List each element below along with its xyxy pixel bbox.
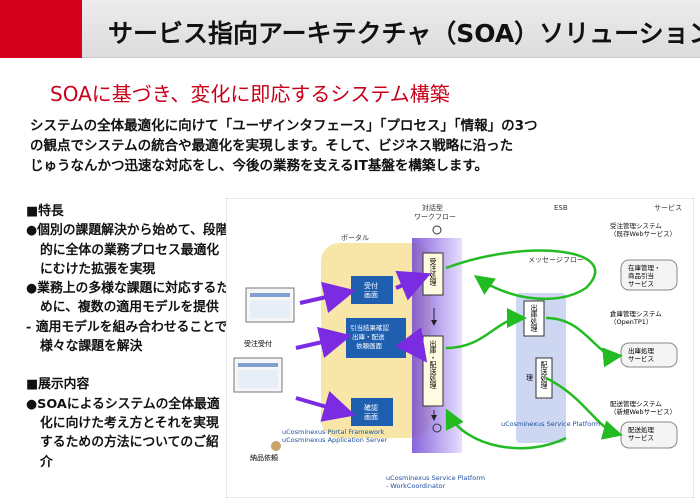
soa-architecture-diagram: ポータル 対話型ワークフロー 受注処理 出庫・配送処理 ESB 出庫処理 理 配… xyxy=(226,198,694,498)
screen-result-label: 引当結果確認出庫・配送依頼画面 xyxy=(350,323,390,350)
subtitle: SOAに基づき、変化に即応するシステム構築 xyxy=(50,82,450,106)
fw-appserver-label: uCosminexus Application Server xyxy=(282,436,388,444)
svc-delivery-label: 配送処理サービス xyxy=(628,425,655,442)
fw-service-label: uCosminexus Service Platform xyxy=(501,420,600,428)
exhibit-item: ●SOAによるシステムの全体最適化に向けた考え方とそれを実現するための方法につい… xyxy=(26,396,220,470)
esb-ship-label: 出庫処理 xyxy=(530,303,538,332)
fw-service2-label: uCosminexus Service Platform xyxy=(386,474,485,482)
esb-delivery-label: 配送処理 xyxy=(540,361,548,389)
svc-stock-box xyxy=(620,259,678,291)
svc-warehouse-label: 倉庫管理システム（OpenTP1） xyxy=(610,309,662,326)
intro-line: の観点でシステムの統合や最適化を実現します。そして、ビジネス戦略に沿った xyxy=(30,138,514,154)
screen-confirm-label: 確認画面 xyxy=(364,403,378,421)
service-header: サービス xyxy=(654,203,682,212)
features-heading: ■特長 xyxy=(26,204,64,219)
title-bar: サービス指向アーキテクチャ（SOA）ソリューション xyxy=(0,0,700,58)
svc-stock-label: 在庫管理・商品引当サービス xyxy=(628,263,661,288)
user-delivery-label: 納品依頼 xyxy=(250,453,278,462)
wf-ship-label: 出庫・配送処理 xyxy=(429,339,437,389)
fw-portal-label: uCosminexus Portal Framework xyxy=(282,428,385,436)
intro-line: じゅうなんかつ迅速な対応をし、今後の業務を支えるIT基盤を構築します。 xyxy=(30,158,488,174)
wf-ship-box xyxy=(422,335,444,407)
svc-delivery-sys-label: 配送管理システム（新規Webサービス） xyxy=(610,399,676,416)
fw-workcoordinator-label: - WorkCoordinator xyxy=(386,482,445,490)
feature-subitem: - 適用モデルを組み合わせることで様々な課題を解決 xyxy=(26,319,228,355)
intro-paragraph: システムの全体最適化に向けて「ユーザインタフェース」「プロセス」「情報」の3つ … xyxy=(30,116,690,176)
esb-process-label: 理 xyxy=(526,374,533,382)
exhibit-heading: ■展示内容 xyxy=(26,377,90,393)
page-title: サービス指向アーキテクチャ（SOA）ソリューション xyxy=(108,19,700,48)
user-icon xyxy=(271,441,281,451)
features-column: ■特長 ●個別の課題解決から始めて、段階的に全体の業務プロセス最適化にむけた拡張… xyxy=(26,202,231,472)
screen-receive-label: 受付画面 xyxy=(364,281,378,299)
accent-block xyxy=(0,0,82,58)
feature-item: ●個別の課題解決から始めて、段階的に全体の業務プロセス最適化にむけた拡張を実現 xyxy=(26,223,229,277)
feature-item: ●業務上の多様な課題に対応するために、複数の適用モデルを提供 xyxy=(26,281,230,316)
message-flow-label: メッセージフロー xyxy=(528,256,584,264)
svc-order-label: 受注管理システム（既存Webサービス） xyxy=(610,221,676,238)
esb-header: ESB xyxy=(554,204,568,212)
workflow-header: 対話型ワークフロー xyxy=(414,203,456,221)
svc-ship-label: 出庫処理サービス xyxy=(628,346,655,363)
portal-label: ポータル xyxy=(341,233,369,242)
intro-line: システムの全体最適化に向けて「ユーザインタフェース」「プロセス」「情報」の3つ xyxy=(30,118,538,134)
wf-receive-label: 受注処理 xyxy=(429,257,437,286)
screen-receive xyxy=(351,276,393,304)
esb-delivery-box xyxy=(535,357,553,399)
user-receive-label: 受注受付 xyxy=(244,339,272,348)
screen-confirm xyxy=(351,398,393,426)
